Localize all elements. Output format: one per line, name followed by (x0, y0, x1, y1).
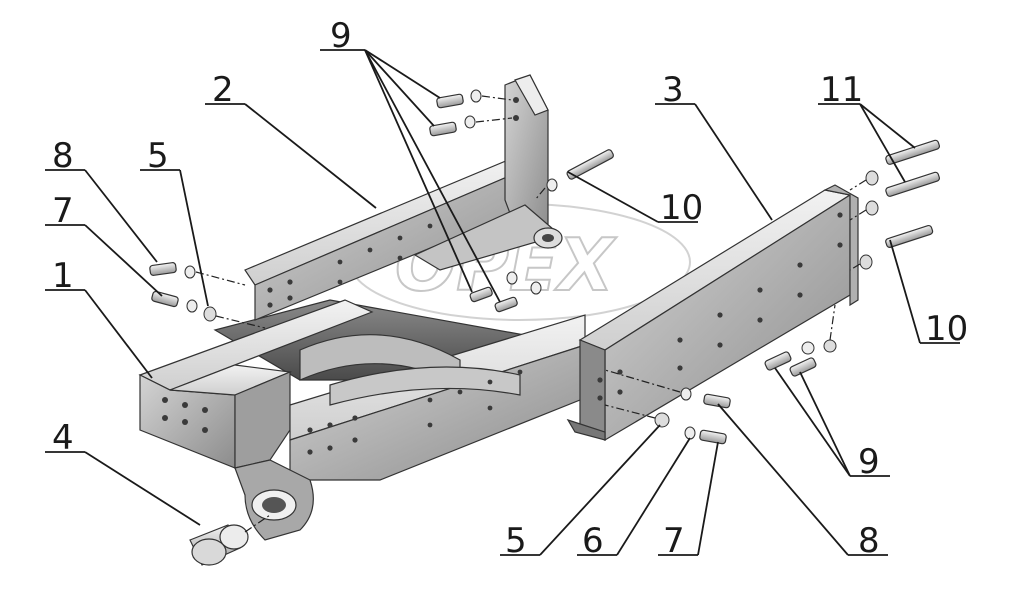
callout-11: 11 (820, 70, 863, 110)
callout-10-right: 10 (925, 309, 968, 349)
top-bolt-group (429, 89, 614, 313)
callout-1: 1 (52, 256, 74, 296)
callout-3: 3 (662, 70, 684, 110)
callout-10-top: 10 (660, 188, 703, 228)
callout-7-bottom: 7 (663, 521, 685, 561)
fasteners (149, 89, 940, 445)
part-2-holes (267, 97, 519, 308)
part-3-holes (597, 212, 843, 401)
callout-7-left: 7 (52, 191, 74, 231)
callout-2: 2 (212, 70, 234, 110)
part-4-bushing (189, 514, 271, 566)
bottom-bolt-group (604, 369, 731, 445)
callout-6: 6 (582, 521, 604, 561)
callout-5-bottom: 5 (505, 521, 527, 561)
part-2-left-rail (244, 74, 563, 321)
part-1-holes (162, 369, 523, 455)
callout-8-left: 8 (52, 136, 74, 176)
leader-lines (45, 49, 960, 556)
right-lower-bolt-group (764, 304, 837, 377)
left-bolt-group (149, 262, 266, 329)
callout-9-right: 9 (858, 442, 880, 482)
callout-5-left: 5 (147, 136, 169, 176)
right-bolt-group (849, 139, 940, 271)
callout-4: 4 (52, 418, 74, 458)
callout-labels: 1 2 3 4 5 7 8 9 10 11 10 9 5 6 7 8 (52, 16, 968, 561)
part-1-front-frame (138, 299, 586, 541)
part-3-right-rail (566, 184, 859, 442)
callout-9-top: 9 (330, 16, 352, 56)
callout-8-bottom: 8 (858, 521, 880, 561)
